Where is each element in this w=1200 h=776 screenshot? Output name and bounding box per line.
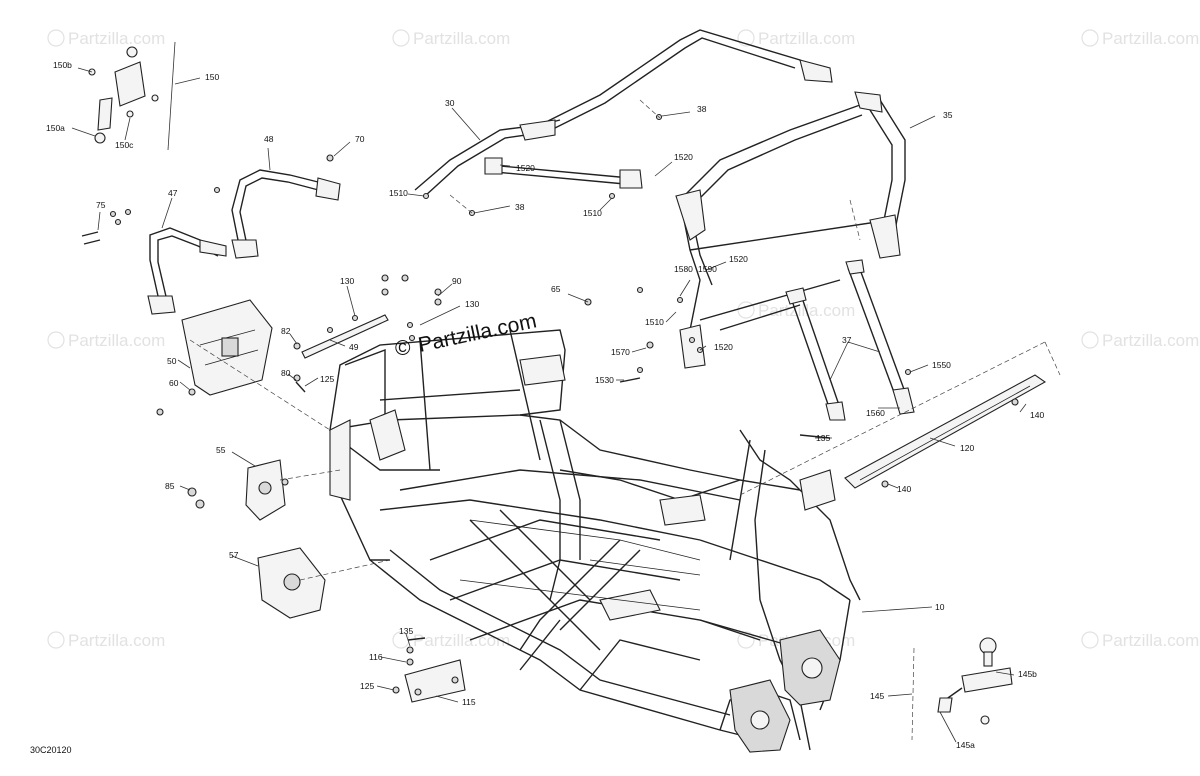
callout-1520-c: 1520 (729, 254, 748, 264)
leader-lines (71, 67, 1027, 743)
callout-1520-b: 1520 (674, 152, 693, 162)
callout-1550: 1550 (932, 360, 951, 370)
callout-145b: 145b (1018, 669, 1037, 679)
handle-bar-48 (231, 169, 341, 259)
callout-1520-d: 1520 (714, 342, 733, 352)
callout-120: 120 (960, 443, 974, 453)
strap-49 (301, 314, 389, 359)
watermark-text: Partzilla.com (758, 29, 855, 48)
callout-1560: 1560 (866, 408, 885, 418)
bracket-115 (404, 659, 466, 703)
side-rail (844, 374, 1047, 489)
callout-1580: 1580 (674, 264, 693, 274)
callout-38-a: 38 (697, 104, 707, 114)
watermark-top-far-right: Partzilla.com (1081, 29, 1199, 48)
main-frame (329, 329, 861, 753)
callout-38-b: 38 (515, 202, 525, 212)
watermark-text: Partzilla.com (1102, 29, 1199, 48)
callout-57: 57 (229, 550, 239, 560)
callout-85: 85 (165, 481, 175, 491)
callout-150c: 150c (115, 140, 134, 150)
watermark-text: Partzilla.com (1102, 331, 1199, 350)
center-watermark: © Partzilla.com (395, 309, 539, 360)
callout-116: 116 (369, 652, 383, 662)
callout-115: 115 (462, 697, 476, 707)
diagram-code: 30C20120 (30, 745, 72, 755)
callout-10: 10 (935, 602, 945, 612)
watermark-mid-far-right: Partzilla.com (1081, 331, 1199, 350)
callout-145: 145 (870, 691, 884, 701)
callout-80: 80 (281, 368, 291, 378)
callout-150b: 150b (53, 60, 72, 70)
watermark-text: Partzilla.com (1102, 631, 1199, 650)
callout-135-a: 135 (816, 433, 830, 443)
callout-1510-a: 1510 (389, 188, 408, 198)
callout-130-b: 130 (465, 299, 479, 309)
watermark-bottom-far-right: Partzilla.com (1081, 631, 1199, 650)
callout-1520-a: 1520 (516, 163, 535, 173)
brace-tubes (785, 259, 915, 421)
watermark-top-left: Partzilla.com (47, 29, 165, 48)
handle-bar-47 (147, 227, 227, 315)
center-watermark-text: Partzilla.com (416, 309, 538, 356)
callout-125-b: 125 (360, 681, 374, 691)
callout-1530: 1530 (595, 375, 614, 385)
roll-cage-rear (675, 91, 906, 369)
callout-1570: 1570 (611, 347, 630, 357)
callout-55: 55 (216, 445, 226, 455)
callout-47: 47 (168, 188, 178, 198)
callout-140-a: 140 (1030, 410, 1044, 420)
callout-90: 90 (452, 276, 462, 286)
callout-82: 82 (281, 326, 291, 336)
callout-labels: 150b 150 150a 150c 48 70 47 75 30 1520 1… (46, 60, 1044, 750)
roll-cage-front (414, 29, 833, 197)
callout-49: 49 (349, 342, 359, 352)
watermark-mid-left: Partzilla.com (47, 331, 165, 350)
watermark-bottom-left: Partzilla.com (47, 631, 165, 650)
watermark-text: Partzilla.com (68, 631, 165, 650)
watermark-text: Partzilla.com (68, 29, 165, 48)
callout-150: 150 (205, 72, 219, 82)
callout-1590: 1590 (698, 264, 717, 274)
callout-1510-c: 1510 (645, 317, 664, 327)
callout-140-b: 140 (897, 484, 911, 494)
callout-150a: 150a (46, 123, 65, 133)
callout-125-a: 125 (320, 374, 334, 384)
callout-135-b: 135 (399, 626, 413, 636)
callout-70: 70 (355, 134, 365, 144)
callout-48: 48 (264, 134, 274, 144)
callout-1510-b: 1510 (583, 208, 602, 218)
watermark-text: Partzilla.com (68, 331, 165, 350)
hitch-145 (911, 637, 1013, 741)
callout-60: 60 (169, 378, 179, 388)
watermark-text: Partzilla.com (413, 631, 510, 650)
callout-130-a: 130 (340, 276, 354, 286)
guide-lines (189, 99, 1061, 581)
callout-145a: 145a (956, 740, 975, 750)
callout-75: 75 (96, 200, 106, 210)
callout-50: 50 (167, 356, 177, 366)
callout-30: 30 (445, 98, 455, 108)
fasteners (81, 113, 1019, 694)
engine-mount-57 (257, 547, 326, 619)
bracket-150-assembly (88, 41, 176, 151)
callout-35: 35 (943, 110, 953, 120)
steering-support-bracket (181, 299, 273, 396)
engine-mount-55 (245, 459, 286, 521)
watermark-top-right: Partzilla.com (737, 29, 855, 48)
watermark-top-mid: Partzilla.com (392, 29, 510, 48)
callout-65: 65 (551, 284, 561, 294)
callout-37: 37 (842, 335, 852, 345)
center-watermark-symbol: © (395, 337, 411, 360)
watermark-text: Partzilla.com (413, 29, 510, 48)
